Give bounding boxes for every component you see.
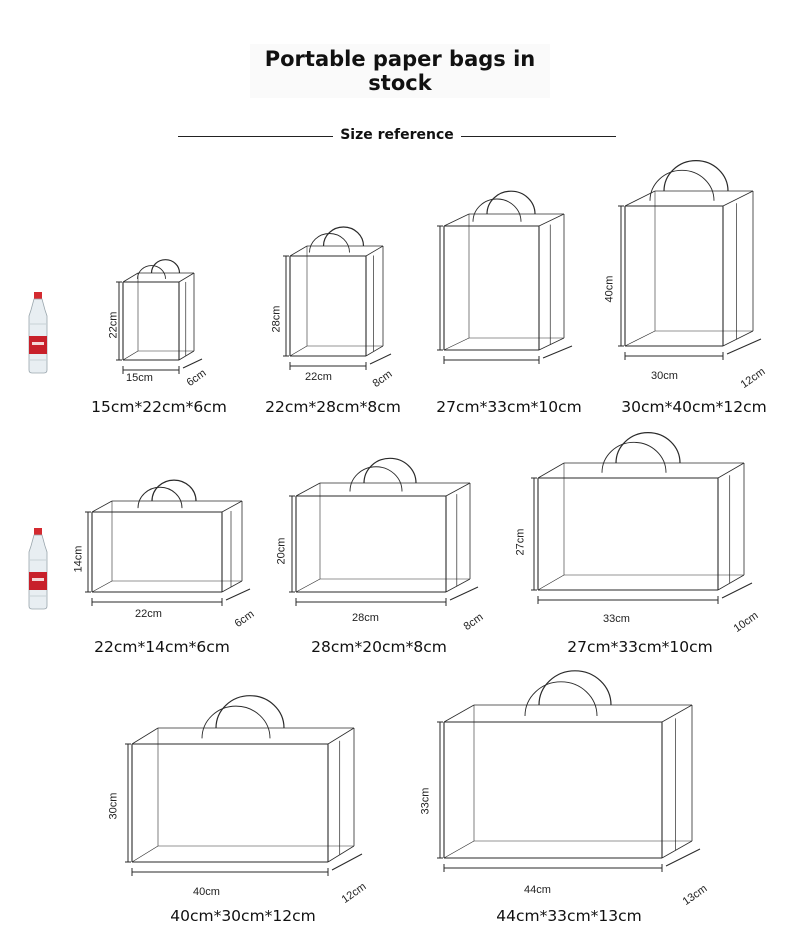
paper-bag-icon <box>617 151 775 376</box>
bag-5-caption: 22cm*14cm*6cm <box>94 638 230 656</box>
paper-bag-icon <box>282 218 405 386</box>
bag-9-width-label: 44cm <box>524 884 551 896</box>
bag-5-height-label: 14cm <box>72 545 85 573</box>
bag-8-caption: 40cm*30cm*12cm <box>170 907 316 925</box>
bag-1-width-label: 15cm <box>126 372 153 384</box>
bag-1-height-label: 22cm <box>107 311 120 339</box>
paper-bag-icon <box>288 449 492 622</box>
bag-6-caption: 28cm*20cm*8cm <box>311 638 447 656</box>
bag-1-caption: 15cm*22cm*6cm <box>91 398 227 416</box>
bag-3-caption: 27cm*33cm*10cm <box>436 398 582 416</box>
bag-4-width-label: 30cm <box>651 370 678 382</box>
bag-9-caption: 44cm*33cm*13cm <box>496 907 642 925</box>
bag-2-width-label: 22cm <box>305 371 332 383</box>
section-header: Size reference <box>178 125 618 147</box>
paper-bag-icon <box>84 471 264 622</box>
bag-4-caption: 30cm*40cm*12cm <box>621 398 767 416</box>
paper-bag-icon <box>124 686 376 892</box>
bag-7-width-label: 33cm <box>603 613 630 625</box>
bag-2-caption: 22cm*28cm*8cm <box>265 398 401 416</box>
paper-bag-icon <box>436 182 586 380</box>
bag-8-height-label: 30cm <box>107 792 120 820</box>
bag-9-height-label: 33cm <box>419 787 432 815</box>
paper-bag-icon <box>530 423 766 620</box>
bag-6-height-label: 20cm <box>275 537 288 565</box>
paper-bag-icon <box>115 251 216 390</box>
divider-left <box>178 136 333 137</box>
bag-7-height-label: 27cm <box>514 528 527 556</box>
bag-4-height-label: 40cm <box>603 275 616 303</box>
water-bottle-icon <box>26 528 50 615</box>
divider-right <box>461 136 616 137</box>
bag-5-width-label: 22cm <box>135 608 162 620</box>
bag-7-caption: 27cm*33cm*10cm <box>567 638 713 656</box>
page-title: Portable paper bags in stock <box>250 44 550 98</box>
bag-6-width-label: 28cm <box>352 612 379 624</box>
section-title: Size reference <box>340 127 454 143</box>
water-bottle-icon <box>26 292 50 379</box>
paper-bag-icon <box>436 661 714 888</box>
bag-2-height-label: 28cm <box>270 305 283 333</box>
bag-8-width-label: 40cm <box>193 886 220 898</box>
